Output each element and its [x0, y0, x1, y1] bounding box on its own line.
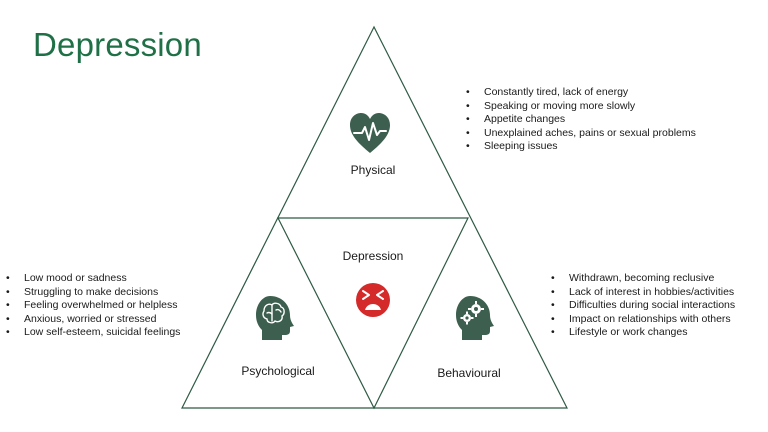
list-item: Difficulties during social interactions — [551, 299, 735, 313]
list-item: Impact on relationships with others — [551, 313, 735, 327]
list-item: Unexplained aches, pains or sexual probl… — [466, 127, 696, 141]
psychological-label: Psychological — [241, 364, 314, 378]
psychological-symptom-list: Low mood or sadness Struggling to make d… — [6, 272, 180, 340]
inner-triangle — [277, 217, 469, 410]
list-item: Lack of interest in hobbies/activities — [551, 286, 735, 300]
list-item: Struggling to make decisions — [6, 286, 180, 300]
physical-symptom-list: Constantly tired, lack of energy Speakin… — [466, 86, 696, 154]
behavioural-symptom-list: Withdrawn, becoming reclusive Lack of in… — [551, 272, 735, 340]
brain-head-icon — [256, 296, 294, 340]
center-label: Depression — [343, 249, 404, 263]
page-title: Depression — [33, 26, 202, 63]
list-item: Constantly tired, lack of energy — [466, 86, 696, 100]
list-item: Sleeping issues — [466, 140, 696, 154]
physical-label: Physical — [351, 163, 396, 177]
heart-pulse-icon — [350, 113, 390, 153]
behavioural-label: Behavioural — [437, 366, 500, 380]
list-item: Appetite changes — [466, 113, 696, 127]
list-item: Low mood or sadness — [6, 272, 180, 286]
gears-head-icon — [456, 296, 494, 340]
list-item: Low self-esteem, suicidal feelings — [6, 326, 180, 340]
list-item: Anxious, worried or stressed — [6, 313, 180, 327]
list-item: Withdrawn, becoming reclusive — [551, 272, 735, 286]
list-item: Speaking or moving more slowly — [466, 100, 696, 114]
distressed-face-icon — [356, 283, 390, 317]
list-item: Lifestyle or work changes — [551, 326, 735, 340]
list-item: Feeling overwhelmed or helpless — [6, 299, 180, 313]
